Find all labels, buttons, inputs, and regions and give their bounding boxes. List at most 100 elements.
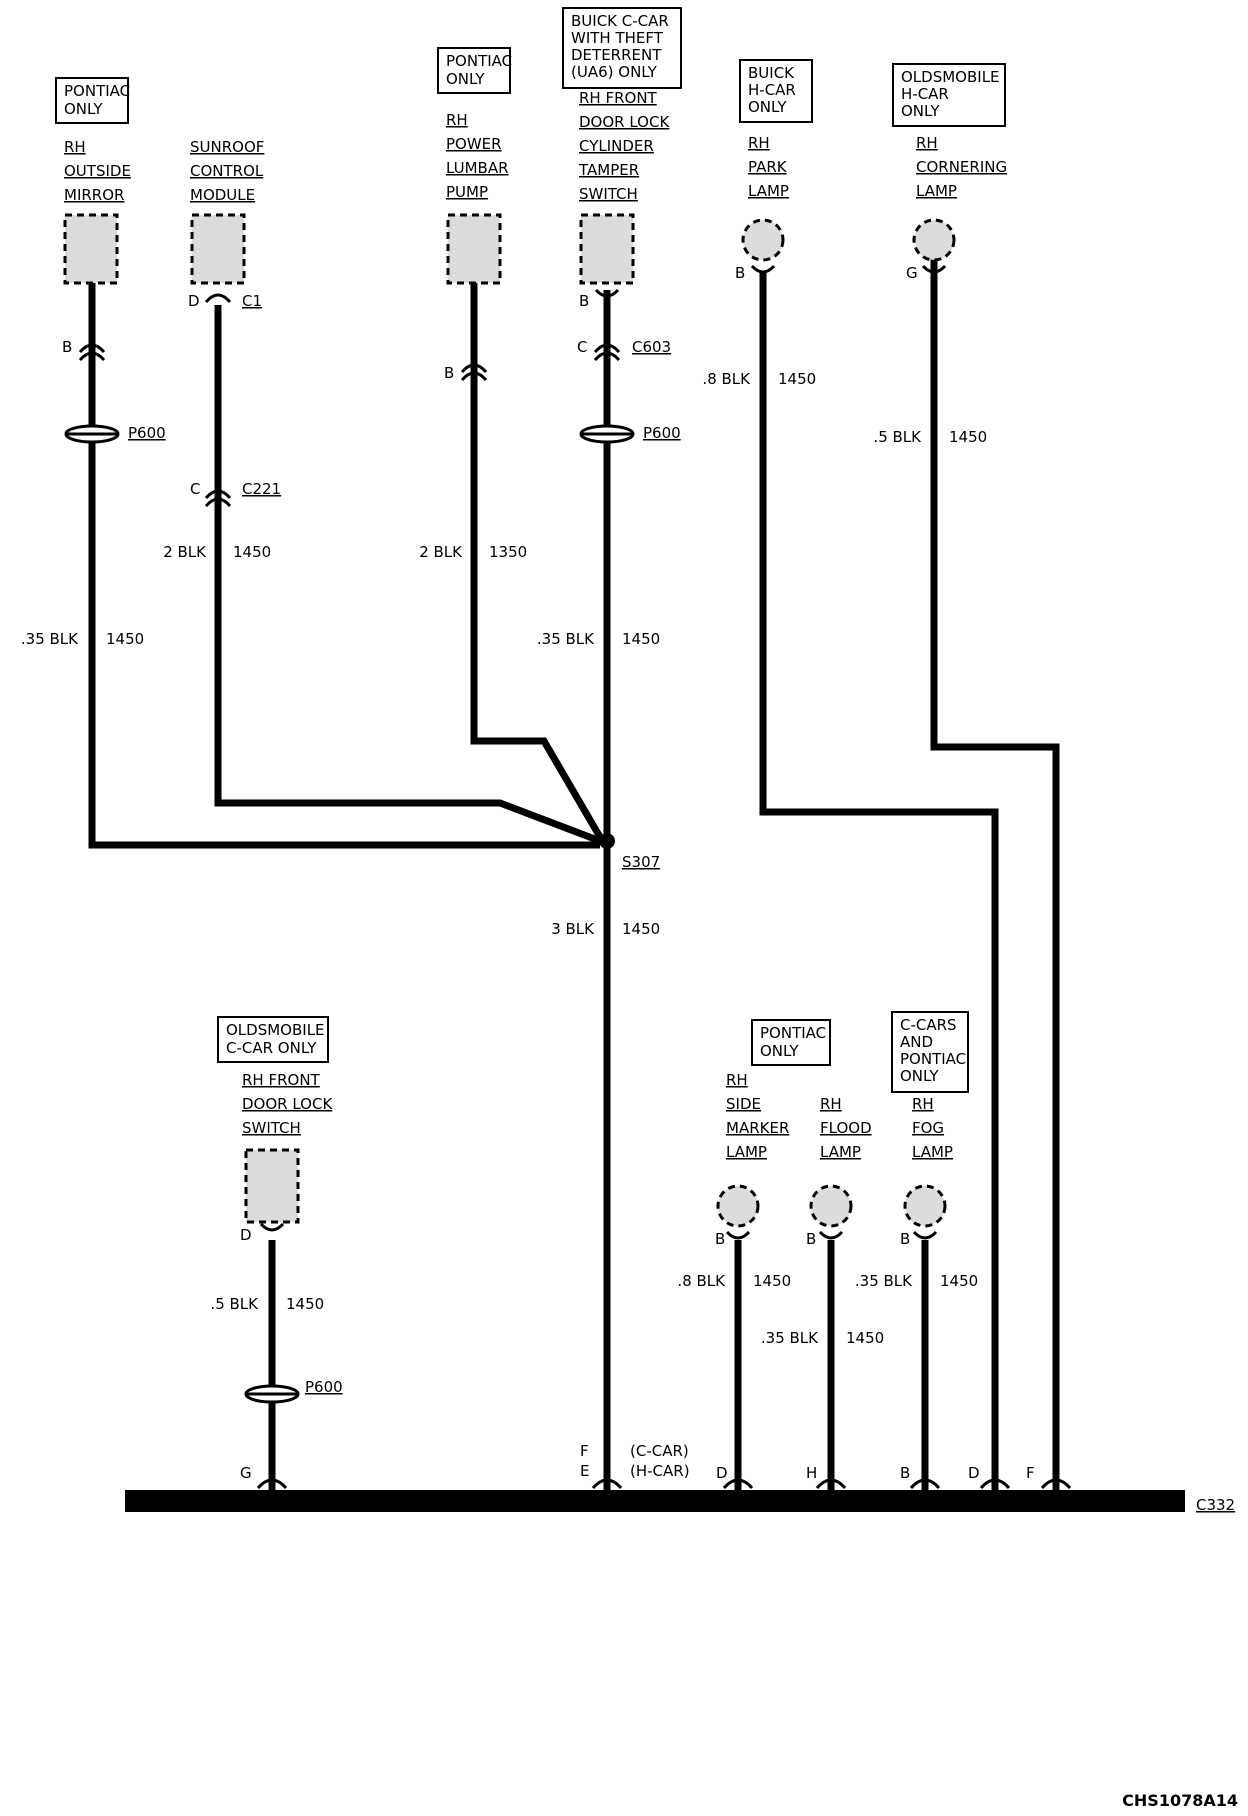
connector-cup xyxy=(912,1230,938,1240)
component-body xyxy=(809,1184,853,1228)
inline-connector-c1 xyxy=(204,293,232,304)
note-box xyxy=(217,1016,329,1063)
note-box xyxy=(892,63,1006,127)
connector-variant-label: (C-CAR) xyxy=(630,1442,689,1460)
pin-label: C xyxy=(577,338,587,356)
component-name-line: RH xyxy=(912,1095,934,1113)
connector-label: P600 xyxy=(643,424,681,442)
note-line: WITH THEFT xyxy=(571,29,664,47)
pin-label: B xyxy=(900,1464,910,1482)
component-name-line: SWITCH xyxy=(242,1119,301,1137)
note-line: ONLY xyxy=(446,70,485,88)
wire-gauge: .35 BLK xyxy=(761,1329,819,1347)
component-name-line: PUMP xyxy=(446,183,488,201)
connector-cup xyxy=(750,264,776,274)
component-name-line: DOOR LOCK xyxy=(242,1095,333,1113)
pin-label: G xyxy=(240,1464,252,1482)
wire-gauge: .35 BLK xyxy=(855,1272,913,1290)
component-name-line: SIDE xyxy=(726,1095,761,1113)
component-name-line: POWER xyxy=(446,135,502,153)
component-flood-lamp: RH FLOOD LAMP xyxy=(809,1095,872,1228)
bus-connector xyxy=(815,1478,847,1490)
wire-gauge: .35 BLK xyxy=(537,630,595,648)
component-body xyxy=(446,213,502,285)
note-line: ONLY xyxy=(901,102,940,120)
note-line: OLDSMOBILE xyxy=(226,1021,325,1039)
note-line: C-CAR ONLY xyxy=(226,1039,317,1057)
pin-label: F xyxy=(1026,1464,1035,1482)
wire-circuit: 1450 xyxy=(622,920,660,938)
wire-gauge: .8 BLK xyxy=(702,370,751,388)
wire-circuit: 1450 xyxy=(949,428,987,446)
note-line: ONLY xyxy=(900,1067,939,1085)
bus-connector xyxy=(256,1478,288,1490)
wire-circuit: 1450 xyxy=(778,370,816,388)
note-box xyxy=(751,1019,831,1066)
splice-dot xyxy=(599,833,615,849)
component-body xyxy=(63,213,119,285)
component-name-line: RH xyxy=(820,1095,842,1113)
component-body xyxy=(190,213,246,285)
component-door-lock-switch: OLDSMOBILE C-CAR ONLY RH FRONT DOOR LOCK… xyxy=(217,1016,333,1224)
wire-labels: .35 BLK 1450 2 BLK 1450 2 BLK 1350 .35 B… xyxy=(21,370,987,1347)
component-body xyxy=(244,1148,300,1224)
component-lumbar-pump: PONTIAC ONLY RH POWER LUMBAR PUMP xyxy=(437,47,512,285)
note-line: BUICK xyxy=(748,64,795,82)
note-line: DETERRENT xyxy=(571,46,662,64)
connector-variant-label: (H-CAR) xyxy=(630,1462,690,1480)
wire-circuit: 1450 xyxy=(940,1272,978,1290)
pin-label: D xyxy=(968,1464,980,1482)
wire-outside-mirror xyxy=(88,283,600,849)
splice-label: S307 xyxy=(622,853,660,871)
component-name-line: SUNROOF xyxy=(190,138,264,156)
connector-cup xyxy=(921,264,947,274)
connector-cup xyxy=(594,288,620,298)
component-name-line: OUTSIDE xyxy=(64,162,131,180)
note-box xyxy=(55,77,129,124)
wire-cornering-lamp xyxy=(930,252,1060,1490)
note-line: PONTIAC xyxy=(64,82,130,100)
note-line: PONTIAC xyxy=(760,1024,826,1042)
pin-label: B xyxy=(444,364,454,382)
wire-circuit: 1450 xyxy=(233,543,271,561)
component-name-line: LUMBAR xyxy=(446,159,509,177)
bus-label: C332 xyxy=(1196,1496,1235,1514)
wire-gauge: 3 BLK xyxy=(551,920,595,938)
component-name-line: RH FRONT xyxy=(242,1071,321,1089)
note-line: H-CAR xyxy=(901,85,949,103)
component-body xyxy=(912,218,956,262)
component-body xyxy=(741,218,785,262)
connector-label: P600 xyxy=(305,1378,343,1396)
note-line: PONTIAC xyxy=(900,1050,966,1068)
note-line: ONLY xyxy=(64,100,103,118)
component-name-line: MARKER xyxy=(726,1119,789,1137)
bus-connector xyxy=(1040,1478,1072,1490)
wire-lumbar-pump xyxy=(470,283,604,839)
component-name-line: RH xyxy=(916,134,938,152)
component-name-line: MODULE xyxy=(190,186,255,204)
component-name-line: SWITCH xyxy=(579,185,638,203)
note-line: AND xyxy=(900,1033,933,1051)
note-line: ONLY xyxy=(748,98,787,116)
component-side-marker-lamp: PONTIAC ONLY RH SIDE MARKER LAMP xyxy=(716,1019,831,1228)
wire-circuit: 1450 xyxy=(286,1295,324,1313)
component-park-lamp: BUICK H-CAR ONLY RH PARK LAMP xyxy=(739,59,813,262)
wire-circuit: 1450 xyxy=(846,1329,884,1347)
wire-gauge: .8 BLK xyxy=(677,1272,726,1290)
component-sunroof-module: SUNROOF CONTROL MODULE xyxy=(190,138,264,285)
component-name-line: RH xyxy=(748,134,770,152)
connector-cup xyxy=(818,1230,844,1240)
pin-label: H xyxy=(806,1464,817,1482)
bus-connector xyxy=(979,1478,1011,1490)
wire-park-lamp xyxy=(759,272,999,1490)
component-name-line: TAMPER xyxy=(578,161,639,179)
wires xyxy=(88,252,1060,1490)
component-body xyxy=(579,213,635,285)
pin-label: F xyxy=(580,1442,589,1460)
component-tamper-switch: BUICK C-CAR WITH THEFT DETERRENT (UA6) O… xyxy=(562,7,682,285)
component-outside-mirror: PONTIAC ONLY RH OUTSIDE MIRROR xyxy=(55,77,131,285)
component-body xyxy=(903,1184,947,1228)
pin-label: D xyxy=(188,292,200,310)
component-name-line: RH xyxy=(726,1071,748,1089)
